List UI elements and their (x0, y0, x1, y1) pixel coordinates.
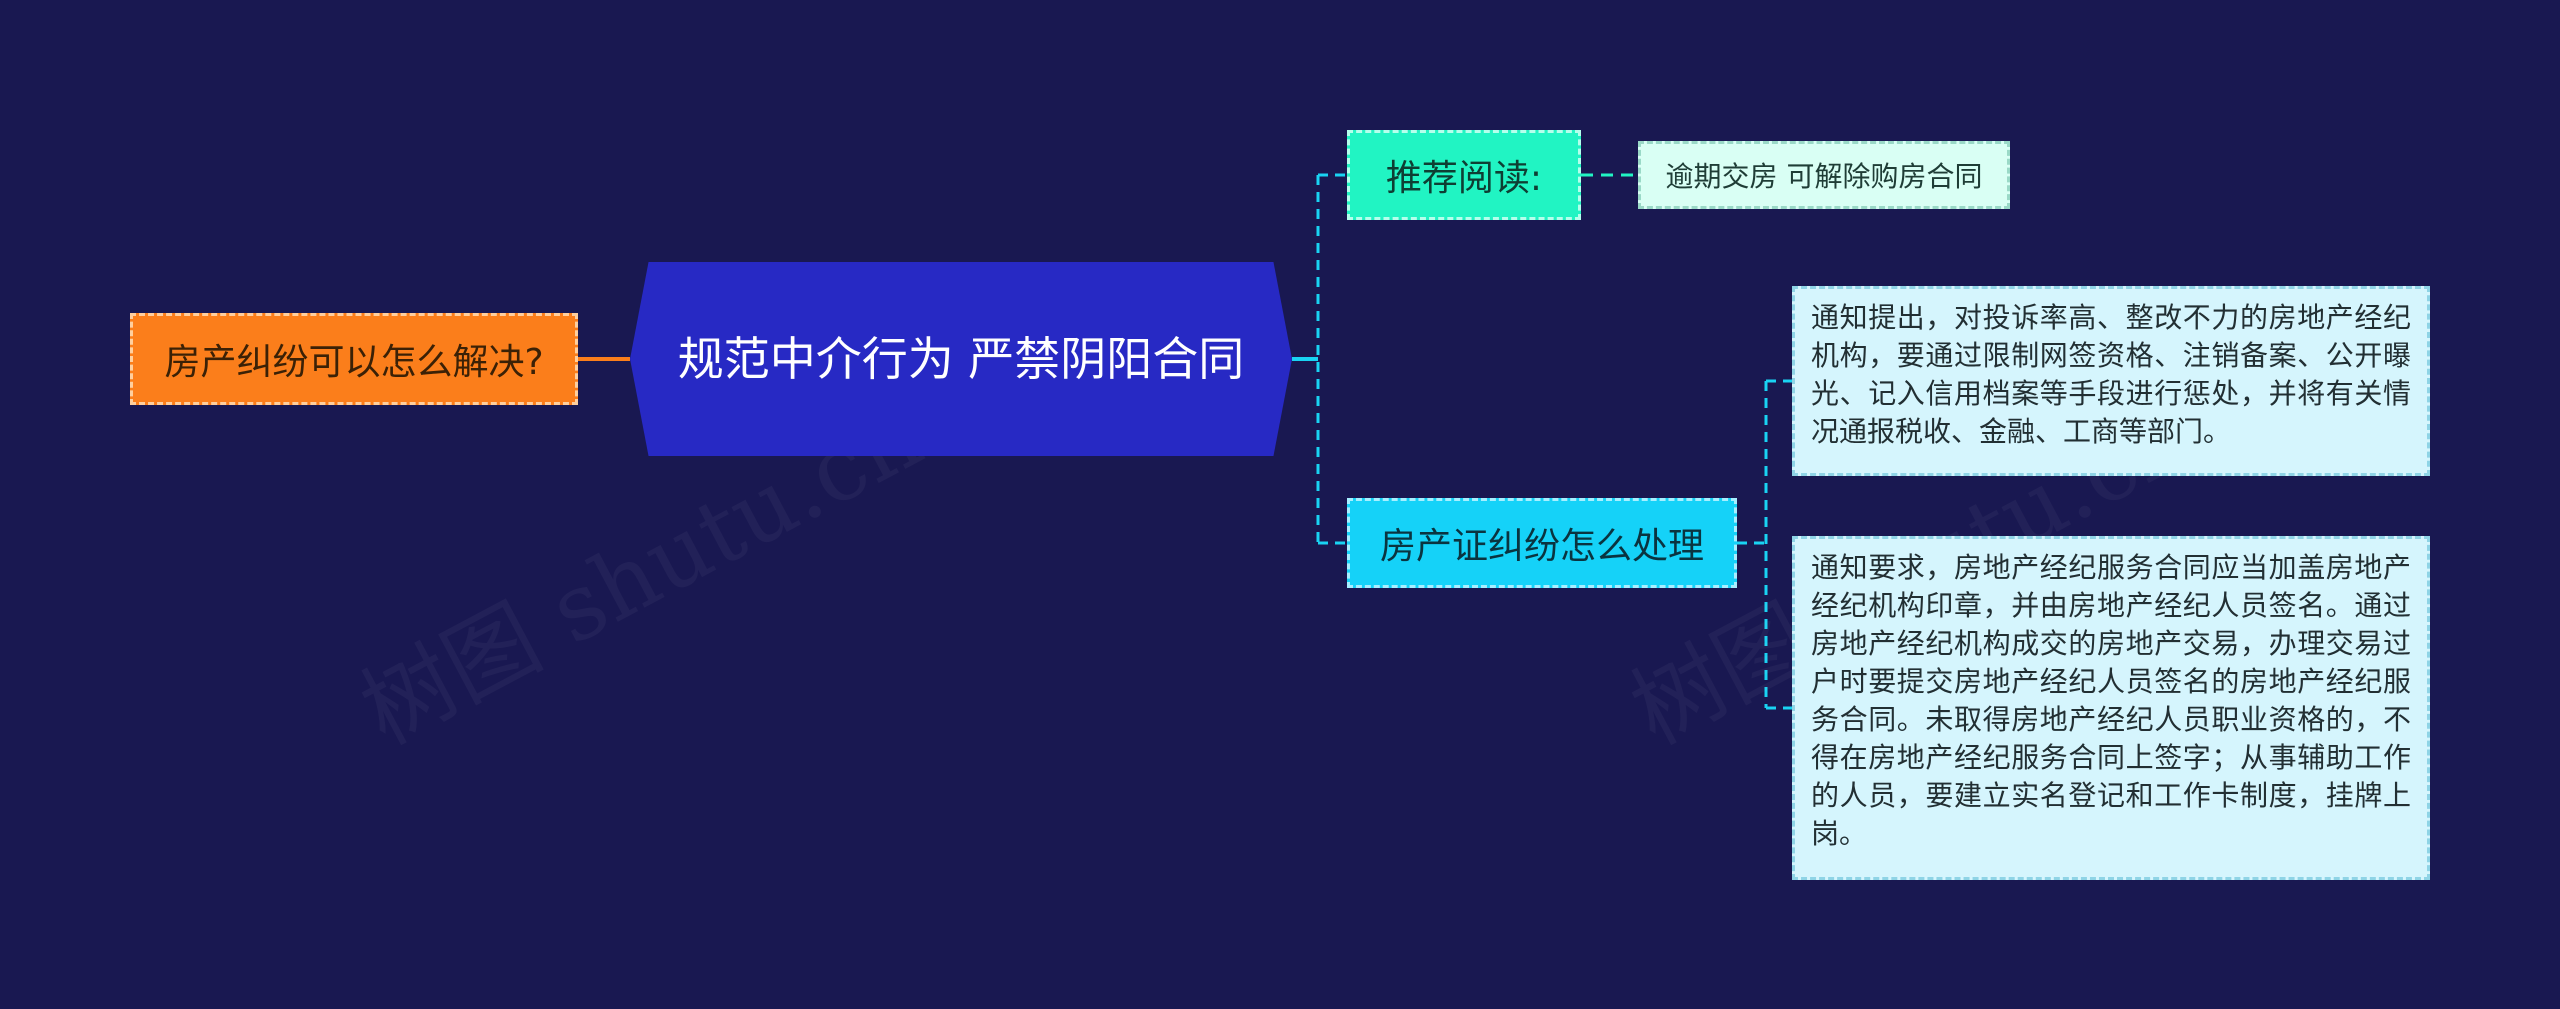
leaf-recommended-article[interactable]: 逾期交房 可解除购房合同 (1638, 141, 2010, 209)
root-topic[interactable]: 规范中介行为 严禁阴阳合同 (630, 262, 1292, 456)
leaf-dispute-contract[interactable]: 通知要求，房地产经纪服务合同应当加盖房地产经纪机构印章，并由房地产经纪人员签名。… (1792, 536, 2430, 880)
branch-property-dispute[interactable]: 房产证纠纷怎么处理 (1347, 498, 1737, 588)
left-topic[interactable]: 房产纠纷可以怎么解决? (130, 313, 578, 405)
leaf-recommended-article-label: 逾期交房 可解除购房合同 (1665, 160, 1983, 193)
branch-recommended-reading[interactable]: 推荐阅读: (1347, 130, 1581, 220)
root-topic-label: 规范中介行为 严禁阴阳合同 (677, 332, 1245, 386)
branch-property-dispute-label: 房产证纠纷怎么处理 (1379, 526, 1704, 567)
branch-recommended-reading-label: 推荐阅读: (1385, 158, 1543, 199)
leaf-dispute-contract-text: 通知要求，房地产经纪服务合同应当加盖房地产经纪机构印章，并由房地产经纪人员签名。… (1811, 551, 2411, 850)
left-topic-label: 房产纠纷可以怎么解决? (164, 342, 544, 383)
leaf-dispute-penalty-text: 通知提出，对投诉率高、整改不力的房地产经纪机构，要通过限制网签资格、注销备案、公… (1811, 301, 2411, 448)
leaf-dispute-penalty[interactable]: 通知提出，对投诉率高、整改不力的房地产经纪机构，要通过限制网签资格、注销备案、公… (1792, 286, 2430, 476)
